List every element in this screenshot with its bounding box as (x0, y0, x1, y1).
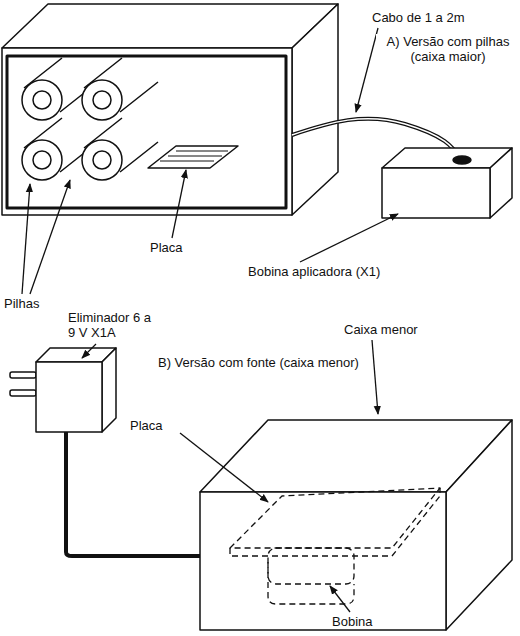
part-label: Pilhas (2, 296, 41, 311)
small-box (200, 420, 512, 630)
version-heading: A) Versão com pilhas (caixa maior) (376, 34, 520, 64)
battery-box (2, 4, 338, 215)
part-label: Caixa menor (342, 322, 420, 337)
part-label: Placa (128, 418, 165, 433)
part-label: Bobina aplicadora (X1) (246, 264, 382, 279)
part-label: Eliminador 6 a 9 V X1A (66, 310, 160, 340)
adapter-cord (66, 432, 202, 556)
version-heading: B) Versão com fonte (caixa menor) (156, 355, 361, 370)
leader-lines (22, 28, 398, 612)
part-label: Placa (148, 240, 185, 255)
circuit-board (148, 146, 238, 168)
cable-label: Cabo de 1 a 2m (370, 10, 467, 25)
part-label: Bobina (330, 614, 374, 629)
power-adapter (10, 348, 116, 432)
coil-applicator-box (382, 148, 512, 218)
hidden-parts (230, 488, 440, 604)
battery-cells (22, 58, 158, 180)
